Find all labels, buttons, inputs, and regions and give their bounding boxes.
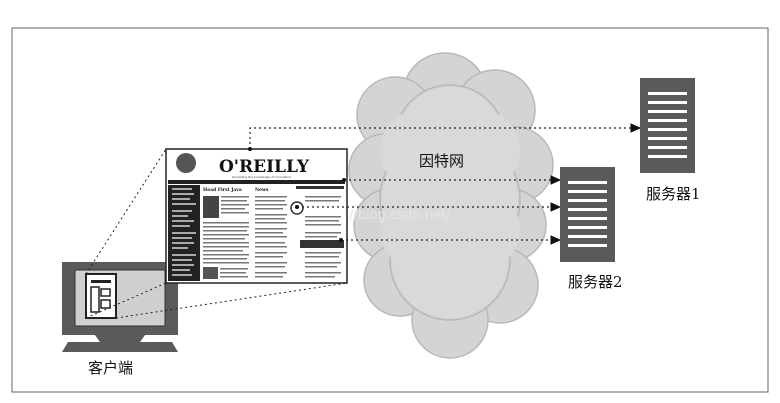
book-cover [203, 196, 219, 218]
swirl-ad-icon [290, 201, 304, 215]
headline-right: News [255, 187, 269, 193]
client-computer [62, 262, 178, 352]
monitor-stand [95, 335, 145, 342]
server-1-label: 服务器1 [646, 185, 701, 203]
connector-arrows [249, 123, 642, 245]
banner-ad [300, 240, 344, 248]
oreilly-logo: O'REILLY [219, 157, 310, 177]
nav-bar [168, 180, 345, 184]
server-1 [640, 78, 695, 173]
headline-left: Head First Java [203, 187, 242, 193]
server-2 [560, 167, 615, 262]
webpage-preview: O'REILLY Spreading the knowledge of inno… [165, 148, 348, 284]
zoom-lines [85, 148, 348, 319]
oreilly-tagline: Spreading the knowledge of innovators [232, 175, 291, 179]
internet-label: 因特网 [419, 152, 464, 170]
tarsier-logo [176, 153, 196, 173]
client-label: 客户端 [88, 359, 133, 377]
watermark: http://blog.csdn.net/ [318, 208, 451, 223]
server-2-label: 服务器2 [568, 273, 623, 291]
